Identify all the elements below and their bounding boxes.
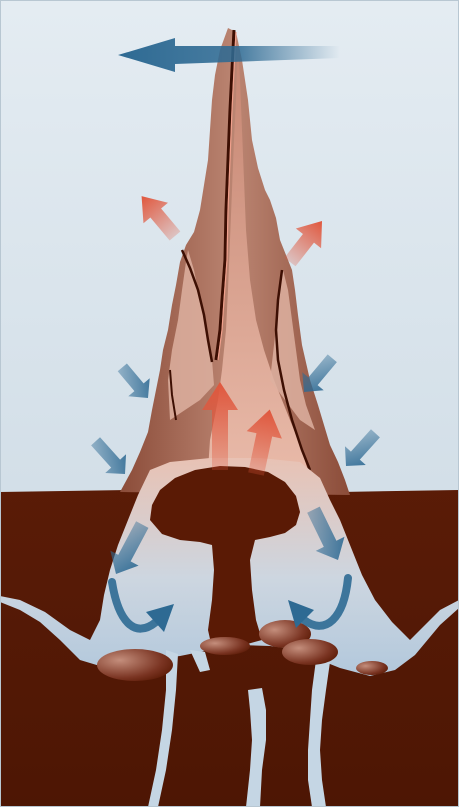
soil-lump-center-left bbox=[200, 637, 250, 655]
soil-lump-right bbox=[282, 639, 338, 665]
soil-lump-left bbox=[97, 649, 173, 681]
soil-lump-far-right bbox=[356, 661, 388, 675]
